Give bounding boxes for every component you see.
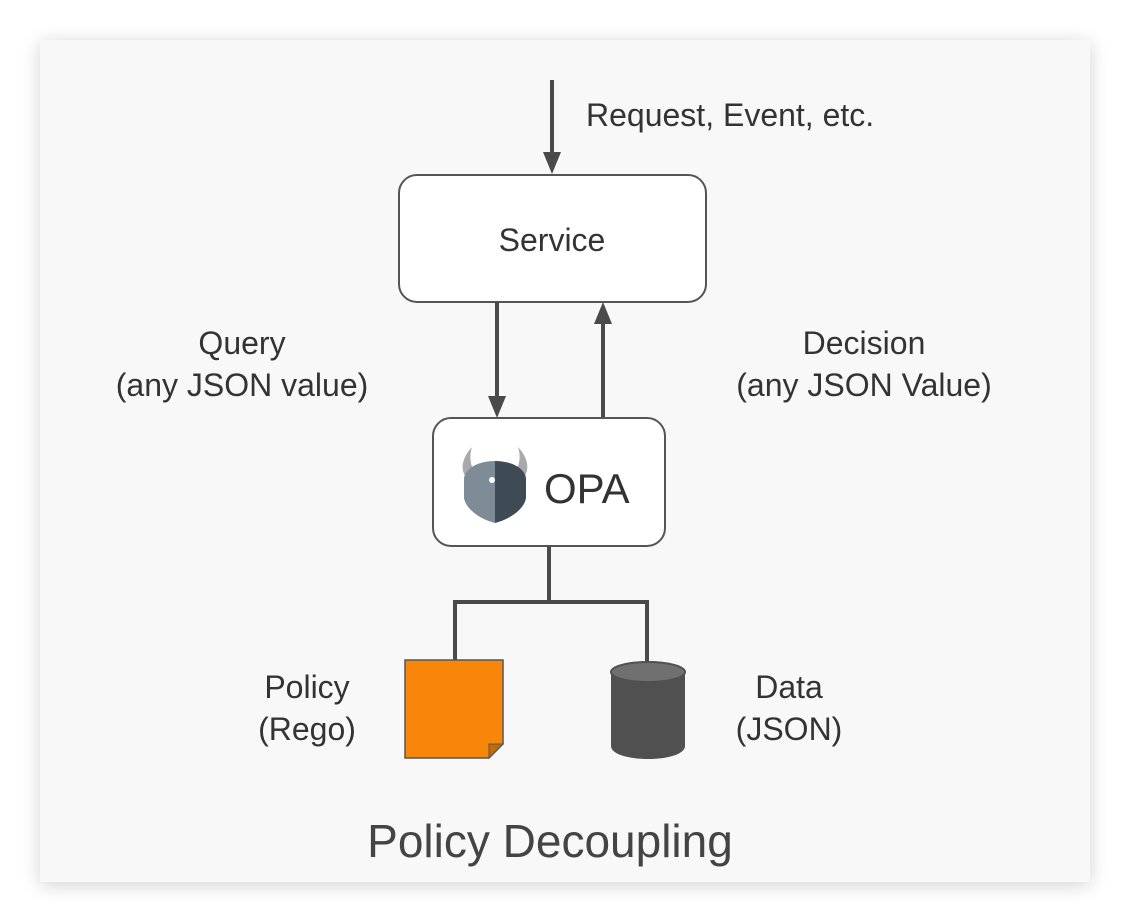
query-label-line1: Query — [198, 325, 285, 361]
decision-label-line1: Decision — [803, 325, 926, 361]
policy-label-line1: Policy — [264, 669, 349, 705]
query-label-line2: (any JSON value) — [116, 367, 369, 403]
opa-shield-left — [464, 461, 495, 523]
database-icon — [610, 661, 686, 759]
decision-arrowhead — [594, 302, 612, 324]
diagram-caption: Policy Decoupling — [367, 815, 733, 867]
service-box — [398, 174, 707, 303]
query-arrowhead — [488, 396, 506, 418]
data-label-line1: Data — [755, 669, 823, 705]
opa-logo-icon — [462, 447, 528, 523]
policy-document-icon — [404, 659, 505, 760]
opa-eye — [489, 477, 495, 483]
opa-label: OPA — [544, 465, 630, 512]
decision-label-line2: (any JSON Value) — [736, 367, 992, 403]
service-label: Service — [499, 222, 606, 258]
request-arrowhead — [543, 152, 561, 174]
policy-label-line2: (Rego) — [258, 711, 356, 747]
request-label: Request, Event, etc. — [586, 97, 874, 133]
data-label-line2: (JSON) — [736, 711, 843, 747]
opa-shield-right — [495, 461, 526, 523]
